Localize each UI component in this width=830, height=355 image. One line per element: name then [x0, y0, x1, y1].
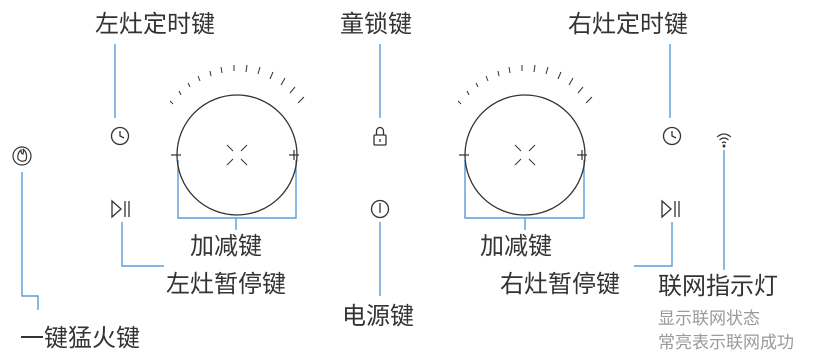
left-plus-icon[interactable] — [289, 150, 299, 160]
left-adjust-dial[interactable] — [169, 64, 305, 216]
right-dial-ring — [464, 94, 586, 216]
leader-lines — [21, 44, 725, 310]
label-left-pause: 左灶暂停键 — [166, 270, 286, 298]
label-power: 电源键 — [342, 302, 414, 330]
left-dial-ring — [176, 94, 298, 216]
leader-right-pause — [634, 222, 673, 267]
left-dial-ticks — [169, 64, 305, 105]
power-icon[interactable] — [370, 199, 390, 219]
leader-right-adjust — [464, 160, 585, 219]
leader-boost — [21, 172, 39, 310]
label-boost: 一键猛火键 — [20, 324, 140, 352]
label-wifi-indicator: 联网指示灯 — [658, 272, 778, 300]
left-play-pause-icon[interactable] — [111, 199, 130, 219]
left-dial-center-x — [226, 144, 248, 166]
leader-left-pause — [121, 222, 164, 267]
label-right-timer: 右灶定时键 — [568, 10, 688, 38]
right-dial-ticks — [457, 64, 593, 105]
label-left-adjust: 加减键 — [190, 232, 262, 260]
right-adjust-dial[interactable] — [457, 64, 593, 216]
leader-left-adjust — [177, 160, 297, 219]
wifi-note-status: 显示联网状态 — [658, 309, 760, 329]
child-lock-icon[interactable] — [373, 126, 387, 146]
wifi-note-success: 常亮表示联网成功 — [658, 333, 794, 353]
right-timer-clock-icon[interactable] — [662, 126, 682, 146]
label-right-adjust: 加减键 — [480, 232, 552, 260]
right-plus-icon[interactable] — [577, 150, 587, 160]
boost-flame-icon[interactable] — [12, 146, 32, 166]
wifi-indicator-icon — [716, 133, 732, 148]
label-left-timer: 左灶定时键 — [95, 10, 215, 38]
right-play-pause-icon[interactable] — [661, 199, 680, 219]
label-child-lock: 童锁键 — [340, 10, 412, 38]
label-right-pause: 右灶暂停键 — [500, 270, 620, 298]
right-dial-center-x — [514, 144, 536, 166]
left-timer-clock-icon[interactable] — [110, 126, 130, 146]
